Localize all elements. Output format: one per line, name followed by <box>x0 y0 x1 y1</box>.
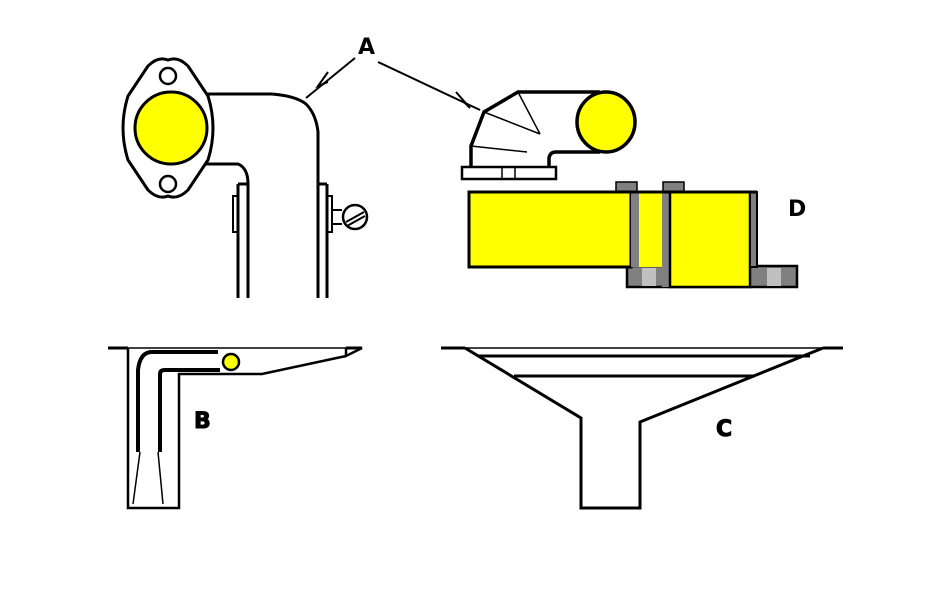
svg-text:D: D <box>788 197 806 222</box>
part-c: C <box>441 346 843 510</box>
part-a-right-view <box>460 90 637 181</box>
part-d: D <box>467 181 806 289</box>
label-a: A <box>305 35 481 111</box>
svg-text:B: B <box>194 409 211 434</box>
svg-text:C: C <box>716 417 732 442</box>
part-a-left-view <box>121 57 369 298</box>
part-b: B <box>108 346 363 510</box>
svg-text:A: A <box>358 35 375 60</box>
